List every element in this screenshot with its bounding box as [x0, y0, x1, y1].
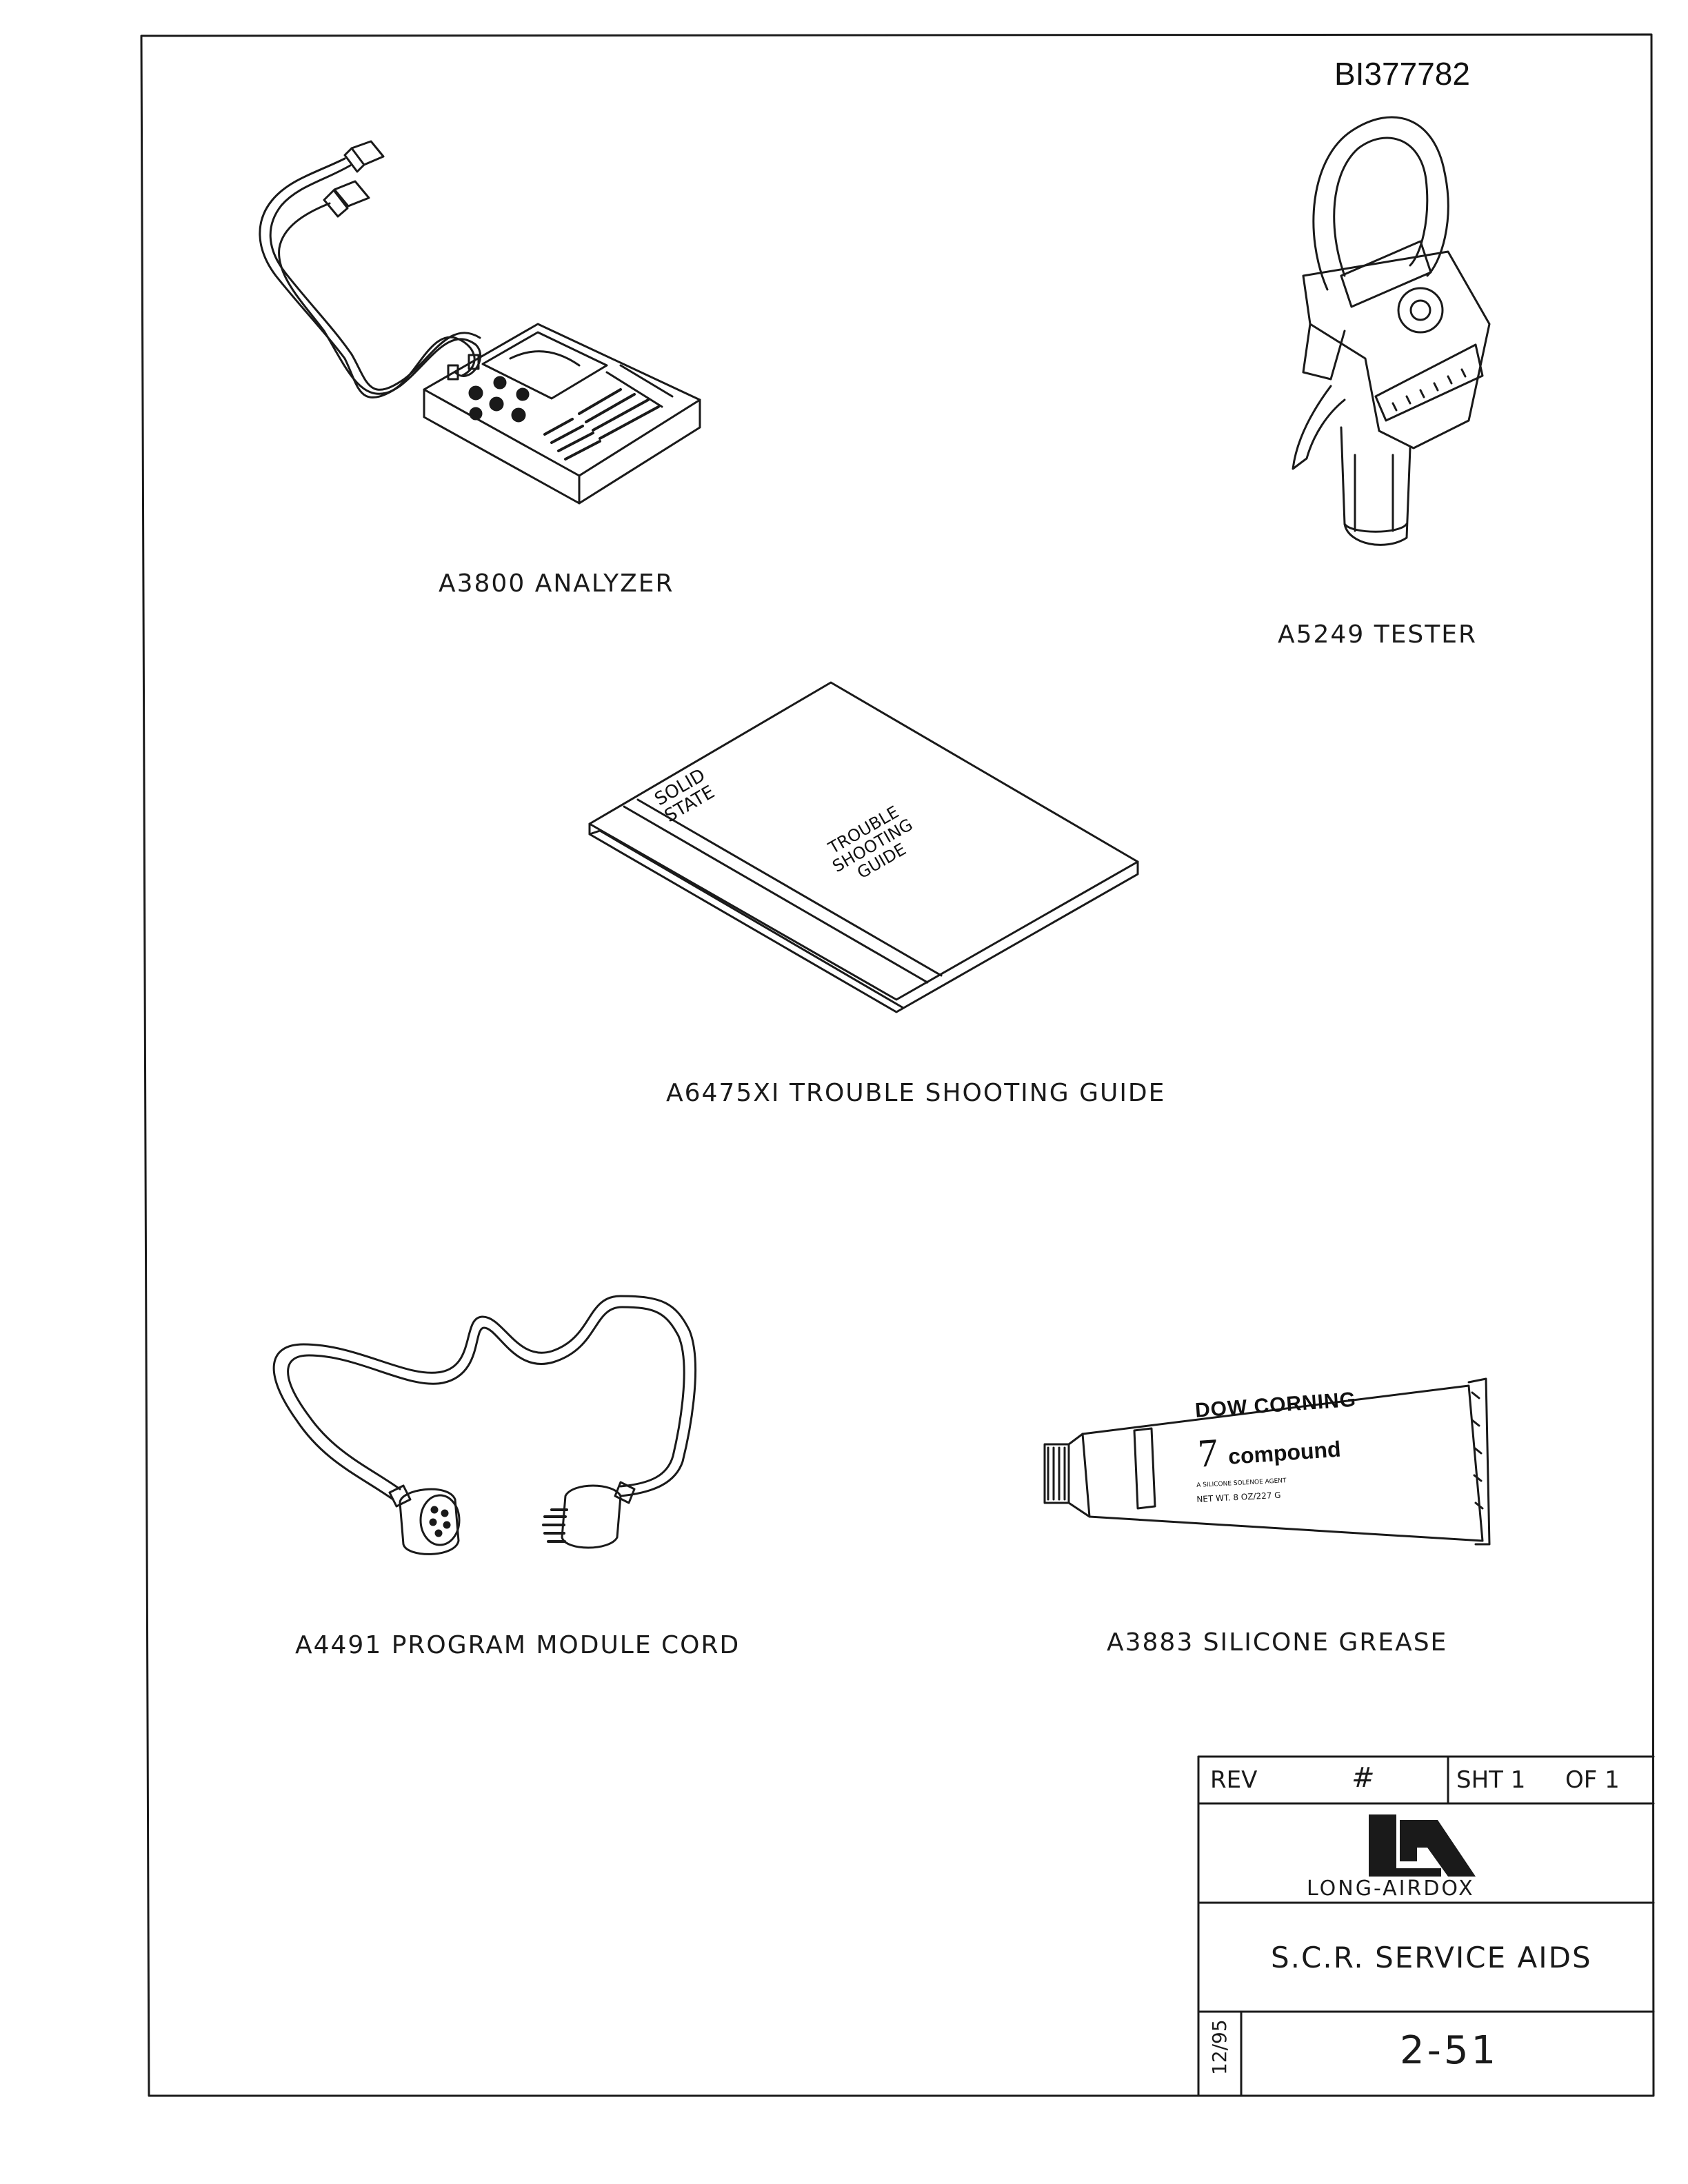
- tester-illustration: [1292, 116, 1491, 546]
- guide-book-illustration: [588, 681, 1139, 1013]
- document-id: BI377782: [1334, 56, 1470, 92]
- item-label-guide: A6475XI TROUBLE SHOOTING GUIDE: [666, 1079, 1166, 1107]
- company-logo-mark: [1369, 1814, 1476, 1877]
- sheet-label: SHT 1: [1456, 1766, 1526, 1794]
- rev-label: REV: [1210, 1766, 1258, 1794]
- tube-number: 7: [1196, 1429, 1220, 1476]
- item-label-grease: A3883 SILICONE GREASE: [1107, 1628, 1448, 1657]
- analyzer-illustration: [259, 140, 701, 505]
- item-label-tester: A5249 TESTER: [1278, 620, 1478, 649]
- item-label-program-cord: A4491 PROGRAM MODULE CORD: [295, 1631, 741, 1659]
- item-label-analyzer: A3800 ANALYZER: [439, 569, 674, 598]
- rev-value: #: [1352, 1762, 1375, 1794]
- company-name: LONG-AIRDOX: [1307, 1877, 1475, 1901]
- title-block: [1197, 1755, 1655, 2097]
- drawing-number: 2-51: [1400, 2028, 1499, 2073]
- program-cord-illustration: [272, 1295, 697, 1555]
- of-label: OF 1: [1565, 1766, 1620, 1794]
- revision-date: 12/95: [1208, 2019, 1231, 2075]
- sheet-border: [140, 33, 1655, 2097]
- drawing-title: S.C.R. SERVICE AIDS: [1271, 1941, 1592, 1974]
- grease-tube-illustration: [1043, 1377, 1491, 1546]
